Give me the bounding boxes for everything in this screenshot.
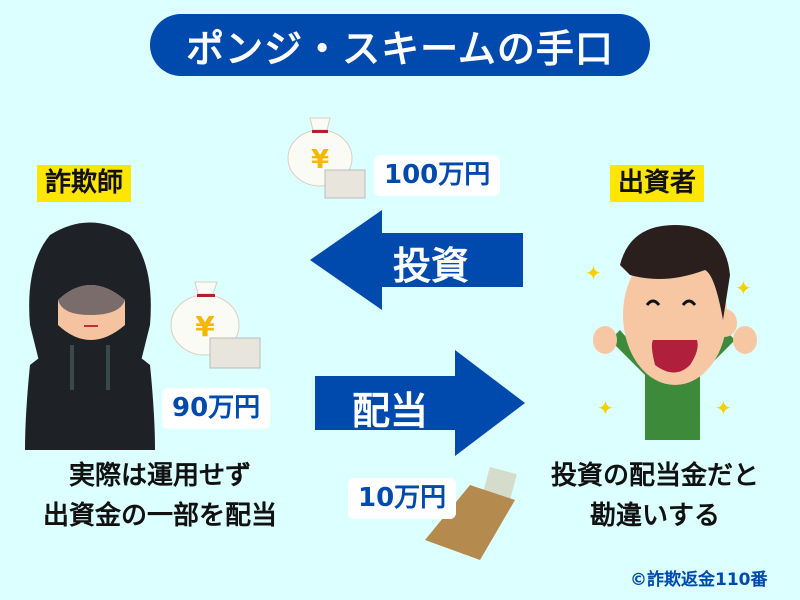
envelope-icon [425, 466, 517, 560]
investor-illustration: ✦ ✦ ✦ ✦ [585, 225, 757, 440]
fraudster-label: 詐欺師 [37, 165, 132, 202]
svg-text:¥: ¥ [195, 310, 215, 343]
paid-out-amount: 10万円 [348, 478, 457, 519]
svg-text:¥: ¥ [311, 145, 329, 175]
page-title: ポンジ・スキームの手口 [150, 14, 650, 76]
investor-label: 出資者 [610, 165, 705, 202]
svg-text:✦: ✦ [597, 396, 614, 420]
invested-amount: 100万円 [374, 155, 501, 196]
fraudster-illustration [25, 222, 155, 450]
svg-text:✦: ✦ [585, 261, 602, 285]
investment-arrow-icon [310, 210, 523, 310]
investor-caption: 投資の配当金だと 勘違いする [525, 456, 785, 537]
dividend-arrow-label: 配当 [352, 389, 429, 433]
dividend-arrow-icon [315, 350, 525, 456]
investment-arrow-label: 投資 [393, 244, 470, 288]
fraudster-caption-line-1: 実際は運用せず [68, 461, 251, 491]
investor-caption-line-1: 投資の配当金だと [550, 461, 759, 491]
fraudster-caption: 実際は運用せず 出資金の一部を配当 [10, 456, 310, 537]
money-bag-icon: ¥ [170, 281, 261, 369]
svg-text:✦: ✦ [715, 396, 732, 420]
kept-amount: 90万円 [162, 388, 271, 429]
money-bag-icon: ¥ [287, 117, 366, 199]
svg-text:✦: ✦ [735, 276, 752, 300]
investor-caption-line-2: 勘違いする [589, 501, 720, 532]
copyright-credit: ©詐欺返金110番 [630, 570, 768, 590]
fraudster-caption-line-2: 出資金の一部を配当 [42, 501, 277, 532]
